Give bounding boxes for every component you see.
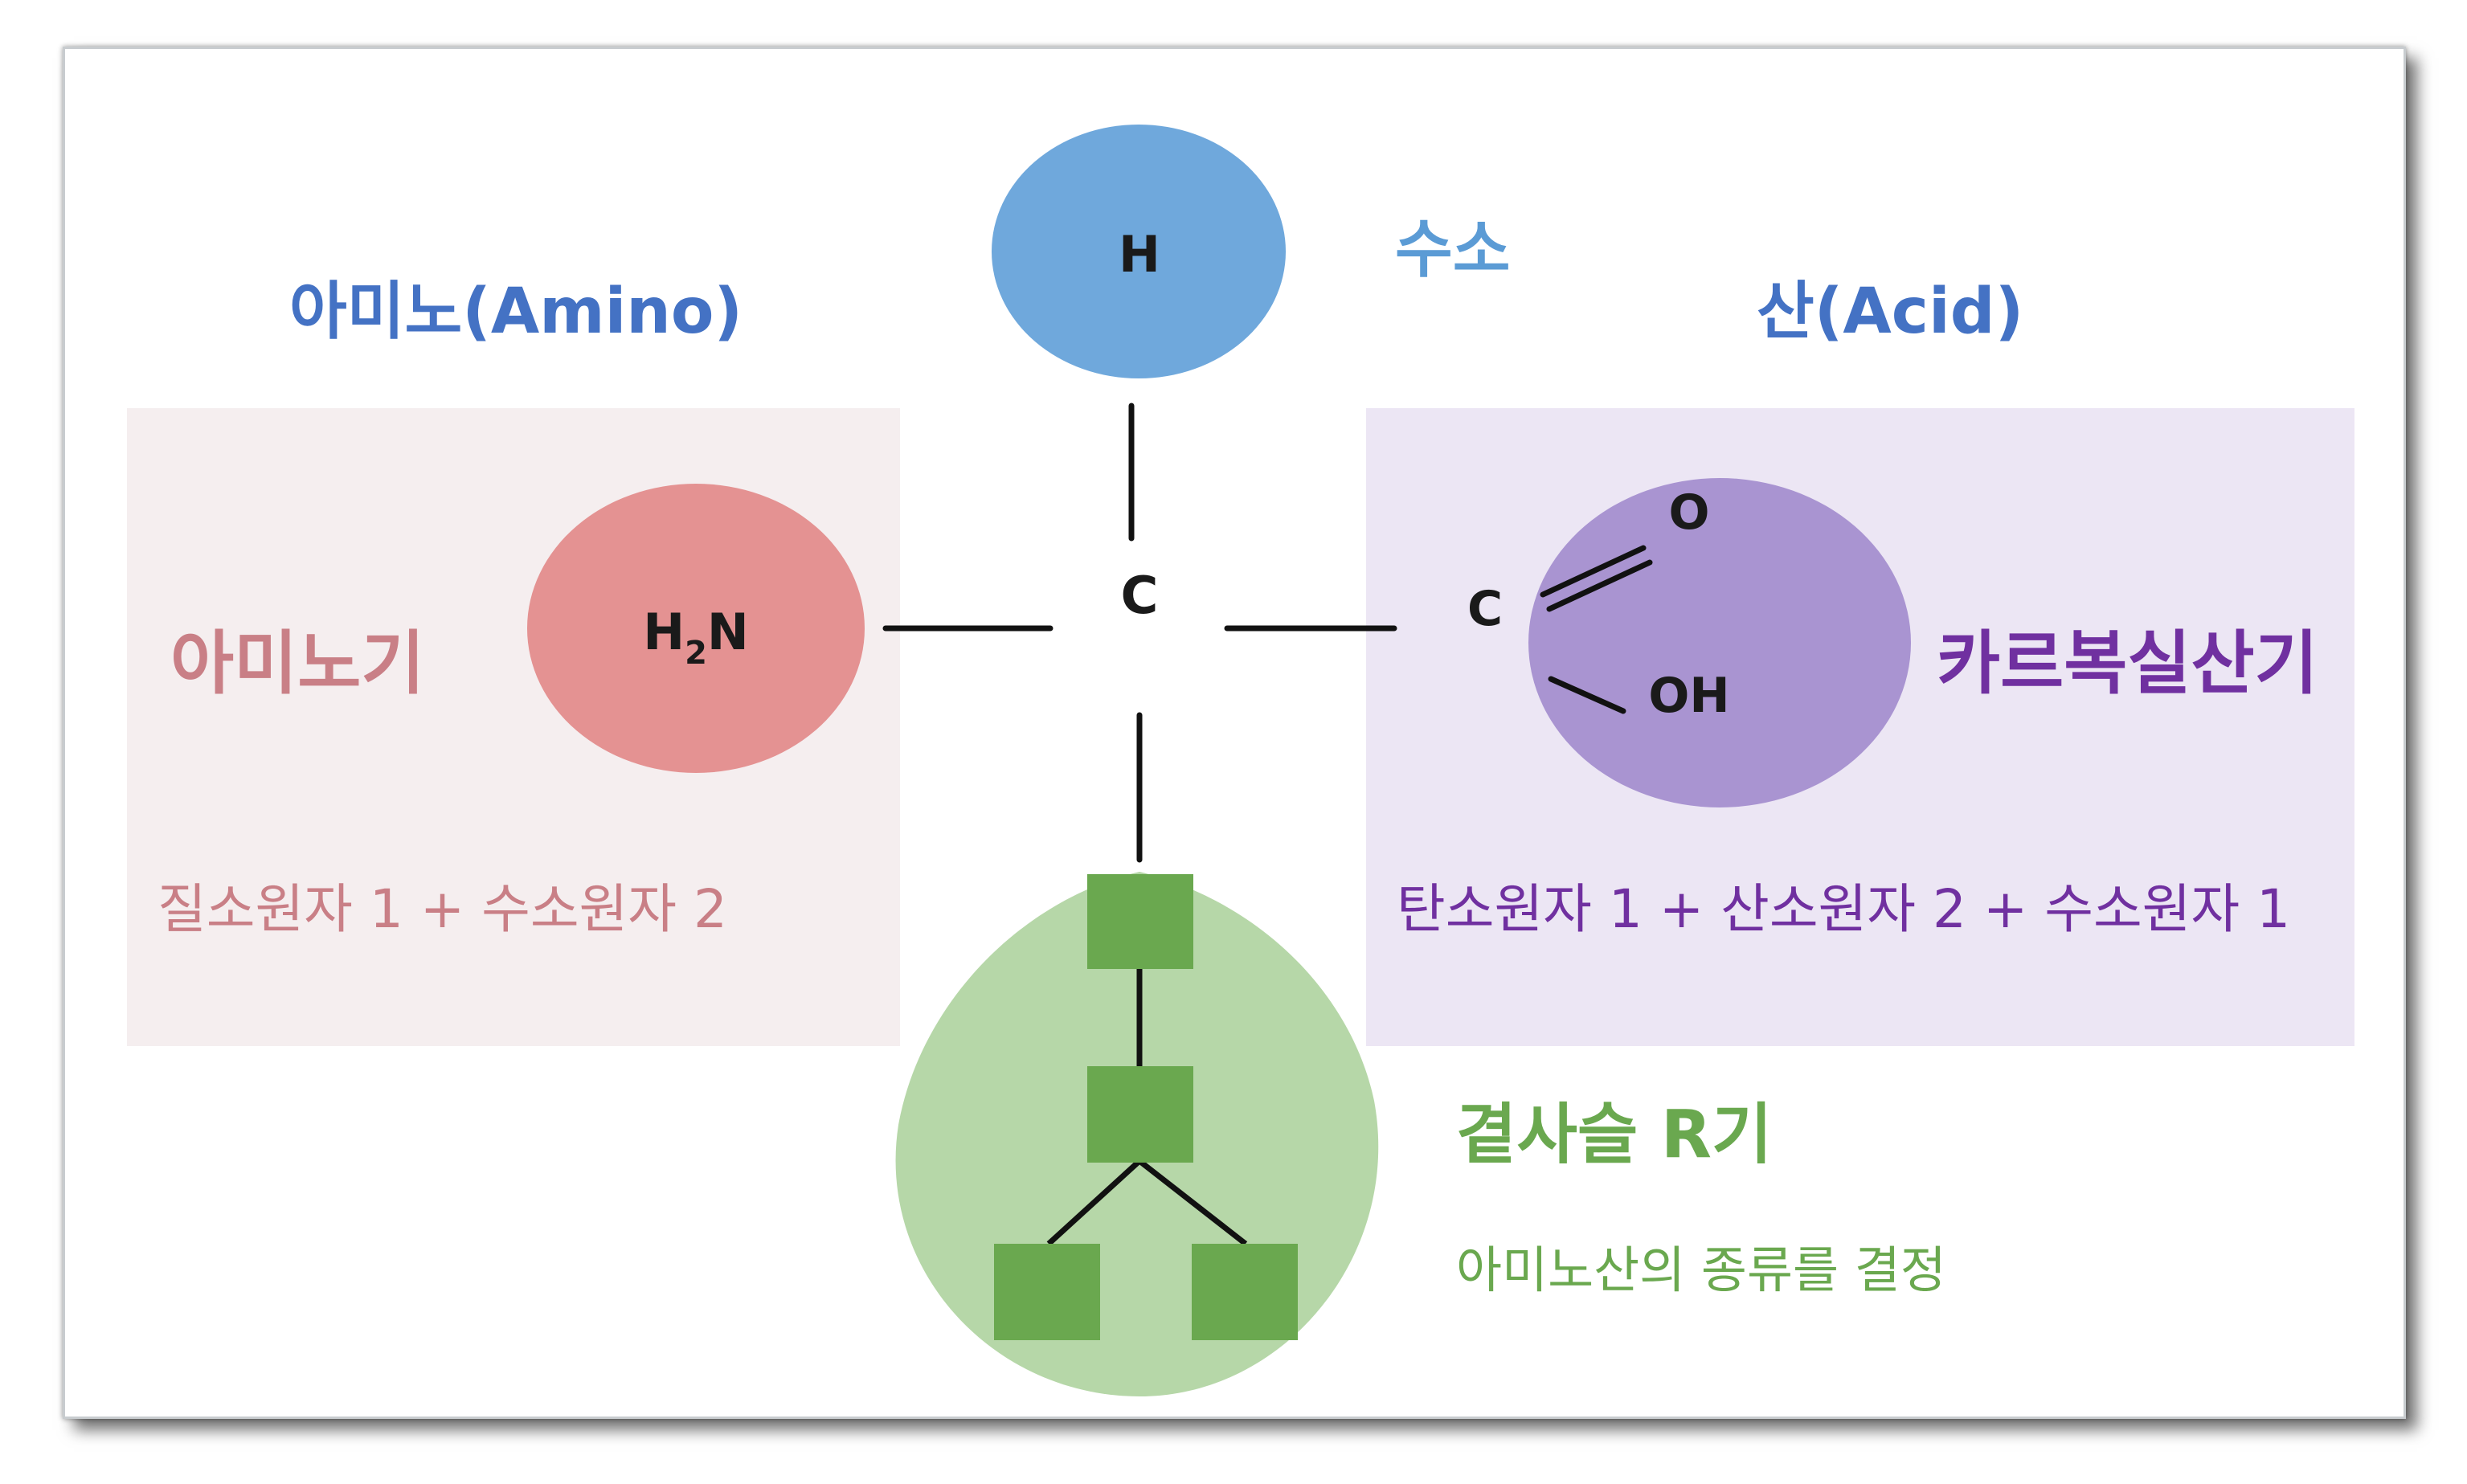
side-chain-node-2: [1087, 1066, 1193, 1163]
side-chain-node-1: [1087, 874, 1193, 969]
side-chain-node-3: [994, 1244, 1100, 1340]
hydrogen-label: 수소: [1395, 214, 1511, 286]
side-bond-2: [1046, 1159, 1142, 1246]
side-chain-nodes: [994, 874, 1298, 1340]
double-bond-1: [1540, 545, 1647, 598]
carboxyl-o-symbol: O: [1668, 484, 1709, 541]
amino-subscript: 2: [685, 635, 707, 672]
amino-formula: H2N: [643, 603, 749, 672]
amino-n: N: [707, 603, 749, 661]
amino-group-atom: [527, 484, 865, 773]
single-bond-oh: [1548, 676, 1626, 714]
hydrogen-atom: [992, 125, 1286, 378]
central-carbon-symbol: C: [1121, 566, 1159, 626]
carboxyl-c-symbol: C: [1467, 581, 1503, 637]
side-chain-bonds: [1046, 964, 1248, 1246]
side-chain-node-4: [1192, 1244, 1298, 1340]
amino-h: H: [643, 603, 685, 661]
amino-title: 아미노(Amino): [289, 276, 743, 348]
side-chain-description: 아미노산의 종류를 결정: [1456, 1241, 1946, 1299]
carboxyl-composition: 탄소원자 1 + 산소원자 2 + 수소원자 1: [1397, 878, 2291, 940]
amino-composition: 질소원자 1 + 수소원자 2: [158, 878, 727, 940]
acid-title: 산(Acid): [1757, 276, 2024, 348]
bonds: [882, 403, 1397, 863]
carboxyl-group-label: 카르복실산기: [1937, 623, 2318, 704]
amino-group-label: 아미노기: [170, 623, 425, 704]
double-bond-2: [1546, 559, 1653, 612]
side-bond-3: [1137, 1159, 1248, 1246]
side-chain-label: 곁사슬 R기: [1456, 1097, 1773, 1173]
carboxyl-oh-symbol: OH: [1648, 668, 1729, 724]
carboxyl-group-atom: [1528, 478, 1911, 807]
carboxyl-bonds: [1540, 545, 1653, 714]
hydrogen-symbol: H: [1119, 225, 1160, 284]
